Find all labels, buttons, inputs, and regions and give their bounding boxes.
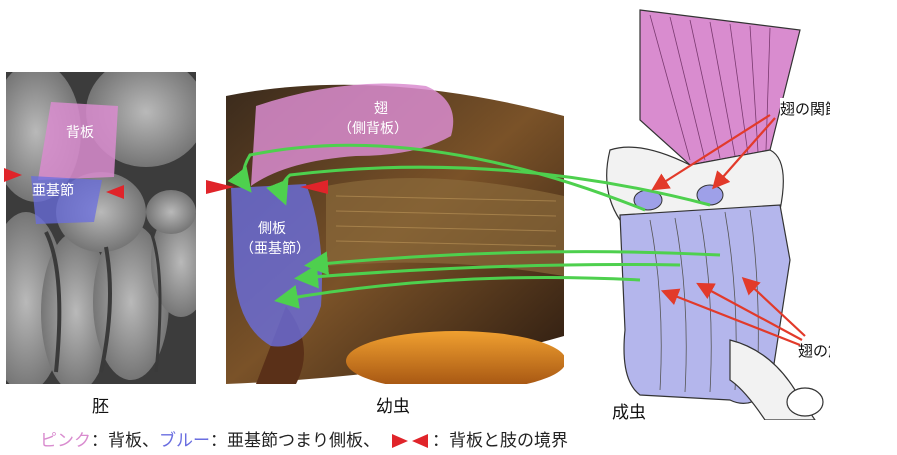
- adult-caption: 成虫: [612, 398, 646, 423]
- green-arrow-muscle-2: [300, 265, 680, 278]
- legend-pink-desc: ：背板、: [91, 426, 159, 451]
- embryo-caption: 胚: [92, 392, 109, 417]
- boundary-marker-icon: [300, 180, 328, 194]
- green-arrow-wing-joint-2: [282, 167, 710, 205]
- nymph-caption: 幼虫: [376, 392, 410, 417]
- legend-blue-word: ブルー: [159, 426, 210, 451]
- red-arrow-joint-2: [715, 118, 775, 186]
- legend-pink-word: ピンク: [40, 426, 91, 451]
- boundary-marker-icon: [206, 180, 234, 194]
- red-arrow-joint-1: [655, 115, 770, 188]
- legend-blue-desc: ：亜基節つまり側板、: [210, 426, 380, 451]
- red-arrow-muscle-1: [665, 292, 800, 345]
- boundary-marker-icon: [4, 168, 22, 182]
- legend-marker-desc: ：背板と肢の境界: [432, 426, 568, 451]
- green-arrow-wing-joint-1: [243, 145, 645, 210]
- legend-marker-icon: [390, 431, 430, 451]
- legend: ピンク：背板、ブルー：亜基節つまり側板、 ：背板と肢の境界: [40, 426, 568, 451]
- green-arrow-muscle-3: [280, 278, 640, 301]
- boundary-marker-icon: [106, 185, 124, 199]
- green-arrow-muscle-1: [310, 252, 720, 265]
